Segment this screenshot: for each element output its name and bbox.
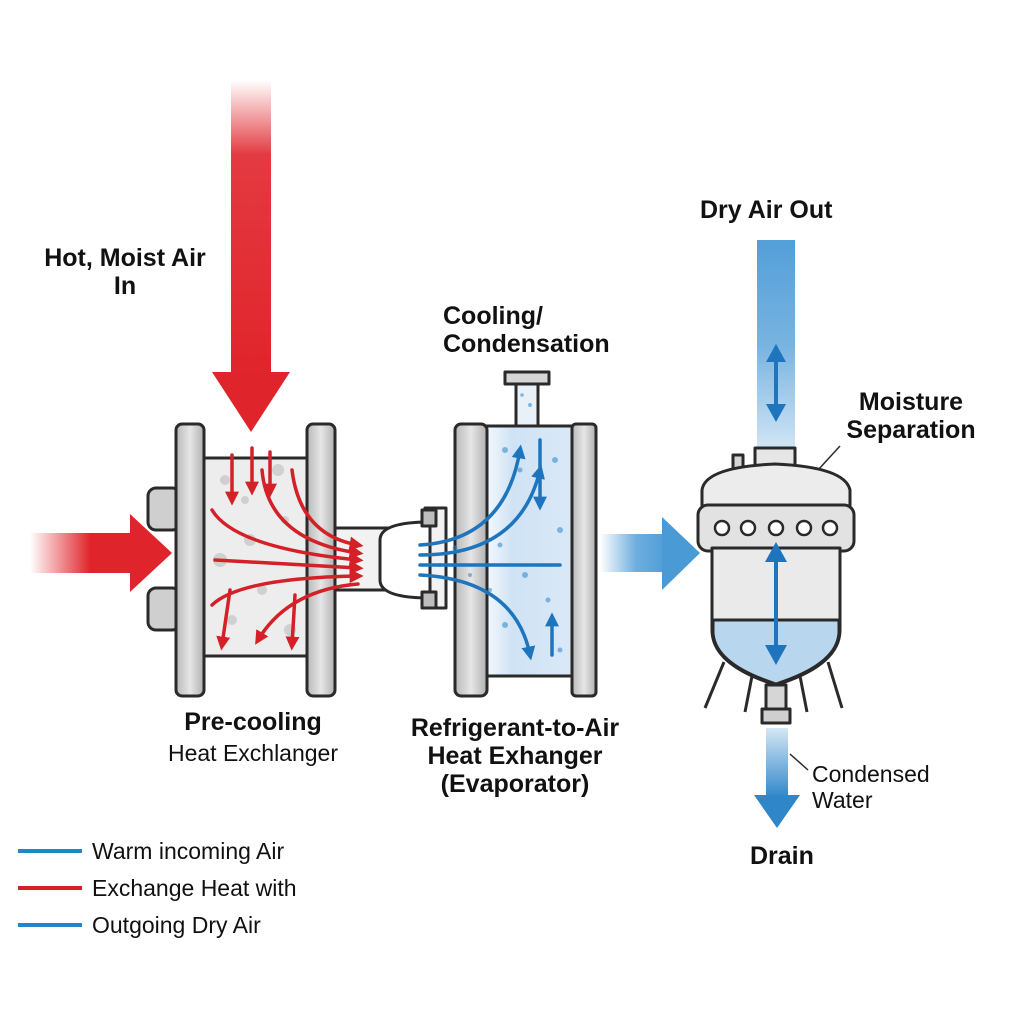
side-inlet-arrow bbox=[30, 514, 172, 592]
evaporator-blue-flow bbox=[418, 438, 562, 661]
label-moisture-separation: Moisture Separation bbox=[846, 388, 976, 444]
legend-text: Exchange Heat with bbox=[92, 874, 297, 901]
legend-text: Outgoing Dry Air bbox=[92, 911, 261, 938]
legend-item-warm-incoming-air: Warm incoming Air bbox=[18, 836, 284, 866]
label-precooling-title: Pre-cooling bbox=[184, 708, 322, 736]
label-drain: Drain bbox=[750, 842, 814, 870]
evaporator-outlet-arrow bbox=[600, 517, 700, 590]
label-cooling-condensation: Cooling/ Condensation bbox=[443, 302, 610, 358]
label-condensed-water: Condensed Water bbox=[812, 761, 930, 813]
legend-item-exchange-heat: Exchange Heat with bbox=[18, 873, 297, 903]
label-dry-air-out: Dry Air Out bbox=[700, 196, 833, 224]
legend-swatch bbox=[18, 849, 82, 853]
label-hot-moist-air-in: Hot, Moist Air In bbox=[44, 244, 206, 300]
dry-air-out-stream bbox=[757, 240, 795, 450]
label-evaporator: Refrigerant-to-Air Heat Exhanger (Evapor… bbox=[410, 714, 620, 798]
legend-text: Warm incoming Air bbox=[92, 837, 285, 864]
hot-air-inlet-arrow bbox=[212, 80, 290, 432]
leader-lines bbox=[789, 445, 841, 771]
separator-ports bbox=[713, 519, 839, 537]
precooling-heat-exchanger bbox=[146, 422, 337, 698]
drain-arrow bbox=[754, 728, 800, 828]
legend-swatch bbox=[18, 886, 82, 890]
separator-internal-arrow bbox=[765, 542, 787, 665]
label-precooling-sub: Heat Exchlanger bbox=[167, 740, 339, 766]
legend-swatch bbox=[18, 923, 82, 927]
evaporator-heat-exchanger bbox=[453, 370, 598, 698]
precooler-red-flow bbox=[210, 446, 364, 651]
legend-item-outgoing-dry-air: Outgoing Dry Air bbox=[18, 910, 261, 940]
